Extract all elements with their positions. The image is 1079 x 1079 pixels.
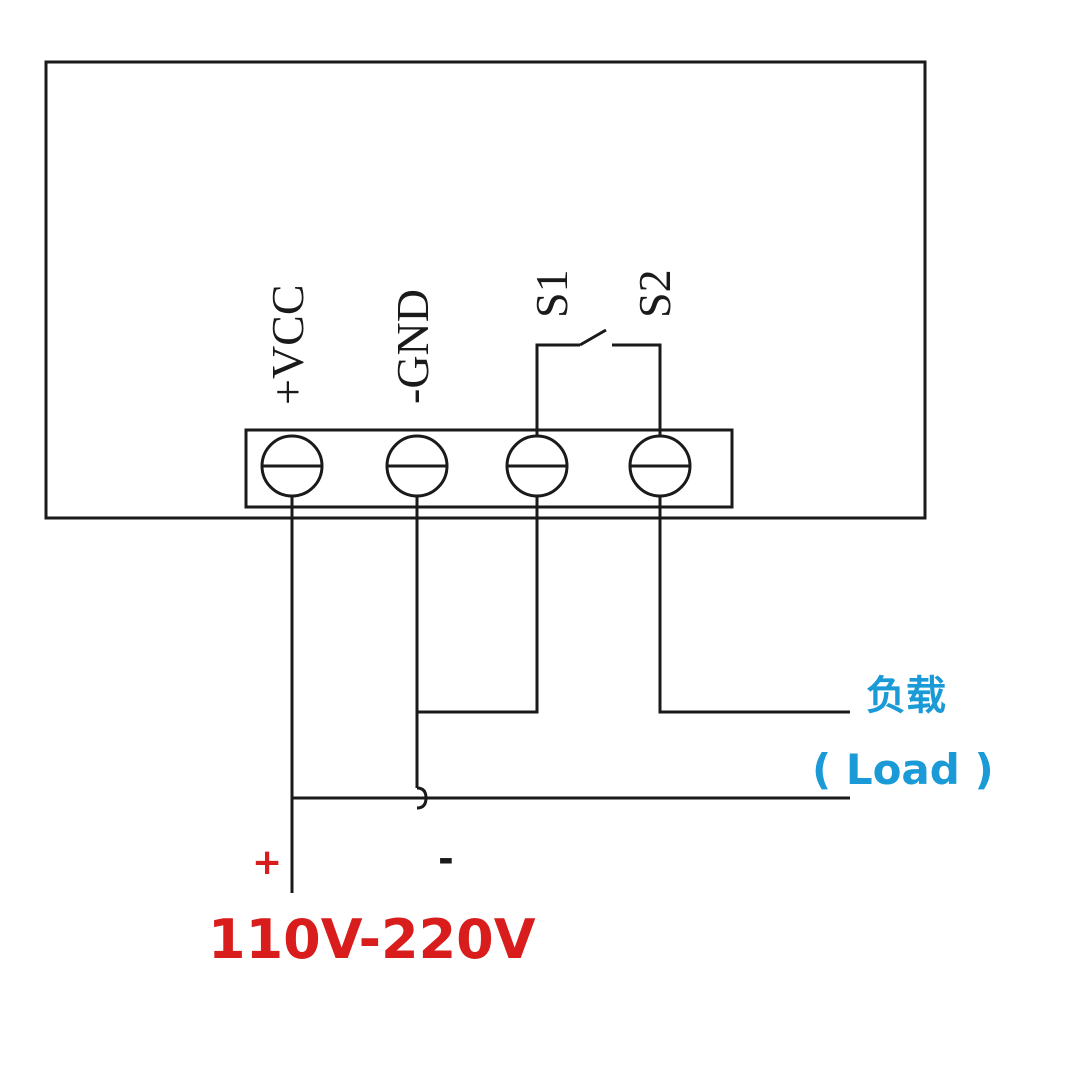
supply-plus-label: + (252, 842, 282, 883)
wire-s2-to-load (658, 496, 850, 714)
terminal-label-gnd: -GND (387, 289, 438, 404)
supply-voltage-label: 110V-220V (208, 908, 536, 971)
wire-s1-to-gnd (417, 496, 539, 714)
load-label-cn: 负载 (866, 673, 946, 719)
relay-switch-s2-lead (612, 343, 662, 436)
terminal-label-s1: S1 (526, 269, 577, 318)
load-label-en: ( Load ) (812, 745, 994, 794)
terminal-label-vcc: +VCC (262, 284, 313, 405)
terminal-gnd-screw (385, 434, 449, 498)
device-housing (44, 60, 927, 520)
terminal-s1-screw (505, 434, 569, 498)
terminal-vcc-screw (260, 434, 324, 498)
terminal-s2-screw (628, 434, 692, 498)
terminal-label-s2: S2 (629, 269, 680, 318)
terminal-block (244, 428, 734, 509)
relay-switch-blade (579, 328, 607, 347)
supply-minus-label: - (438, 837, 454, 881)
relay-switch-s1-lead (535, 343, 580, 436)
